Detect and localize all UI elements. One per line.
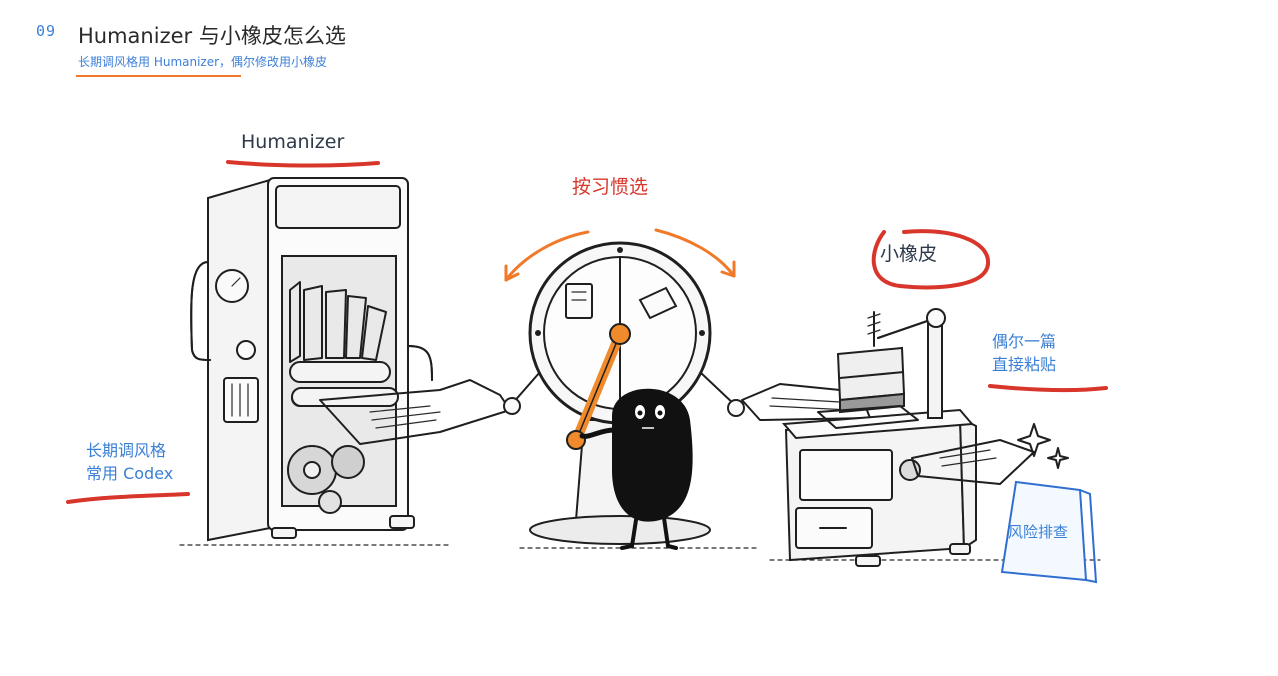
eraser-label: 小橡皮	[880, 243, 937, 265]
blob-character	[579, 388, 693, 550]
right-note-line1: 偶尔一篇	[992, 332, 1056, 351]
left-note-line1: 长期调风格	[86, 441, 166, 460]
right-note-line2: 直接粘贴	[992, 355, 1056, 374]
center-label: 按习惯选	[572, 176, 648, 198]
choice-arrows	[504, 228, 736, 282]
eraser-circle	[871, 229, 990, 290]
slide-number: 09	[36, 22, 57, 40]
left-note-line2: 常用 Codex	[86, 464, 173, 483]
subtitle-underline	[76, 75, 241, 77]
slide-title: Humanizer 与小橡皮怎么选	[78, 24, 346, 48]
risk-sign-label: 风险排查	[1008, 523, 1068, 541]
selector-wheel	[503, 241, 745, 545]
left-note-underline	[66, 492, 190, 504]
slide-header: 09 Humanizer 与小橡皮怎么选 长期调风格用 Humanizer，偶尔…	[0, 0, 700, 90]
right-note-underline	[988, 384, 1108, 393]
eraser-machine	[741, 308, 1069, 567]
humanizer-machine	[190, 177, 511, 542]
humanizer-label: Humanizer	[241, 131, 344, 153]
slide-subtitle: 长期调风格用 Humanizer，偶尔修改用小橡皮	[78, 55, 328, 69]
risk-sign	[1000, 480, 1098, 584]
humanizer-underline	[226, 160, 380, 168]
